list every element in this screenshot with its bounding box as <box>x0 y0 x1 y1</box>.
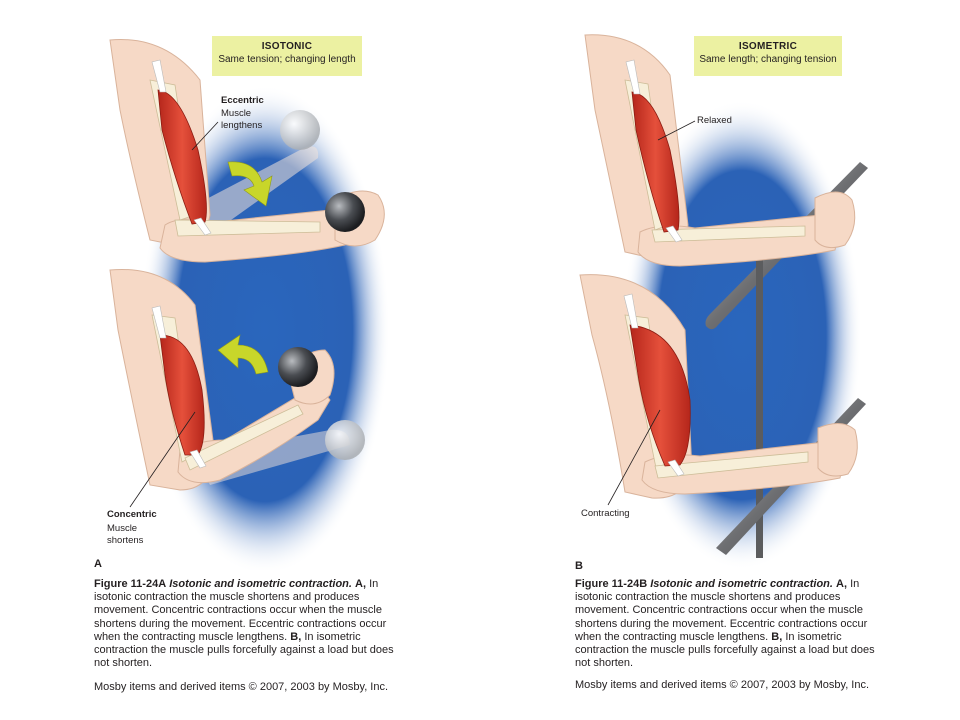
isometric-illustration <box>579 34 868 570</box>
concentric-sub-line2: shortens <box>107 534 144 546</box>
isotonic-title-box: ISOTONIC Same tension; changing length <box>212 36 362 76</box>
caption-b-fig: Figure 11-24B <box>575 578 648 590</box>
isotonic-eccentric-arm <box>109 39 385 263</box>
credit-a: Mosby items and derived items © 2007, 20… <box>94 681 389 693</box>
concentric-sub-line1: Muscle <box>107 523 138 534</box>
caption-a-fig: Figure 11-24A <box>94 578 167 590</box>
caption-b-sec-b: B, <box>771 630 783 643</box>
isometric-contracting-arm <box>579 274 858 499</box>
eccentric-leader-line <box>191 121 219 151</box>
ball-icon <box>325 192 365 232</box>
caption-a-part2: In isometric contraction the muscle pull… <box>94 630 394 670</box>
ghost-ball-icon <box>280 110 320 150</box>
isometric-title-box: ISOMETRIC Same length; changing tension <box>694 36 842 76</box>
concentric-sub-label: Muscle shortens <box>107 523 143 546</box>
caption-a-sec-a: A, <box>355 578 367 590</box>
isotonic-illustration <box>109 39 390 570</box>
caption-a-title: Isotonic and isometric contraction. <box>169 578 352 590</box>
caption-b-sec-a: A, <box>836 578 848 590</box>
eccentric-sub-line1: Muscle <box>221 108 252 119</box>
caption-a-sec-b: B, <box>290 630 302 643</box>
contracting-label: Contracting <box>581 508 630 519</box>
isometric-subtitle: Same length; changing tension <box>699 54 837 65</box>
isotonic-subtitle: Same tension; changing length <box>218 54 356 65</box>
concentric-label: Concentric <box>107 509 157 520</box>
ghost-ball-icon-lower <box>325 420 365 460</box>
curved-arrow-down-icon <box>227 161 273 207</box>
caption-a: Figure 11-24A Isotonic and isometric con… <box>94 578 404 670</box>
ball-icon-raised <box>278 347 318 387</box>
caption-b: Figure 11-24B Isotonic and isometric con… <box>575 578 885 670</box>
relaxed-leader-line <box>657 120 696 141</box>
eccentric-sub-label: Muscle lengthens <box>221 108 262 131</box>
caption-b-part1: In isotonic contraction the muscle short… <box>575 578 868 643</box>
curved-arrow-up-icon <box>217 334 269 375</box>
panel-letter-b: B <box>575 560 583 572</box>
caption-b-title: Isotonic and isometric contraction. <box>650 578 833 590</box>
relaxed-label: Relaxed <box>697 115 732 126</box>
panel-isotonic: ISOTONIC Same tension; changing length E… <box>94 36 404 693</box>
isometric-relaxed-arm <box>584 34 856 267</box>
panel-isometric: ISOMETRIC Same length; changing tension … <box>480 0 960 720</box>
isotonic-concentric-arm <box>109 268 350 491</box>
isotonic-title: ISOTONIC <box>261 41 313 52</box>
caption-a-part1: In isotonic contraction the muscle short… <box>94 578 387 643</box>
panel-letter-a: A <box>94 558 102 570</box>
caption-b-part2: In isometric contraction the muscle pull… <box>575 630 875 670</box>
credit-b: Mosby items and derived items © 2007, 20… <box>575 679 870 691</box>
isometric-title: ISOMETRIC <box>738 41 798 52</box>
contracting-leader-line <box>607 409 661 506</box>
concentric-leader-line <box>129 411 196 508</box>
eccentric-sub-line2: lengthens <box>221 119 263 131</box>
eccentric-label: Eccentric <box>221 95 264 106</box>
